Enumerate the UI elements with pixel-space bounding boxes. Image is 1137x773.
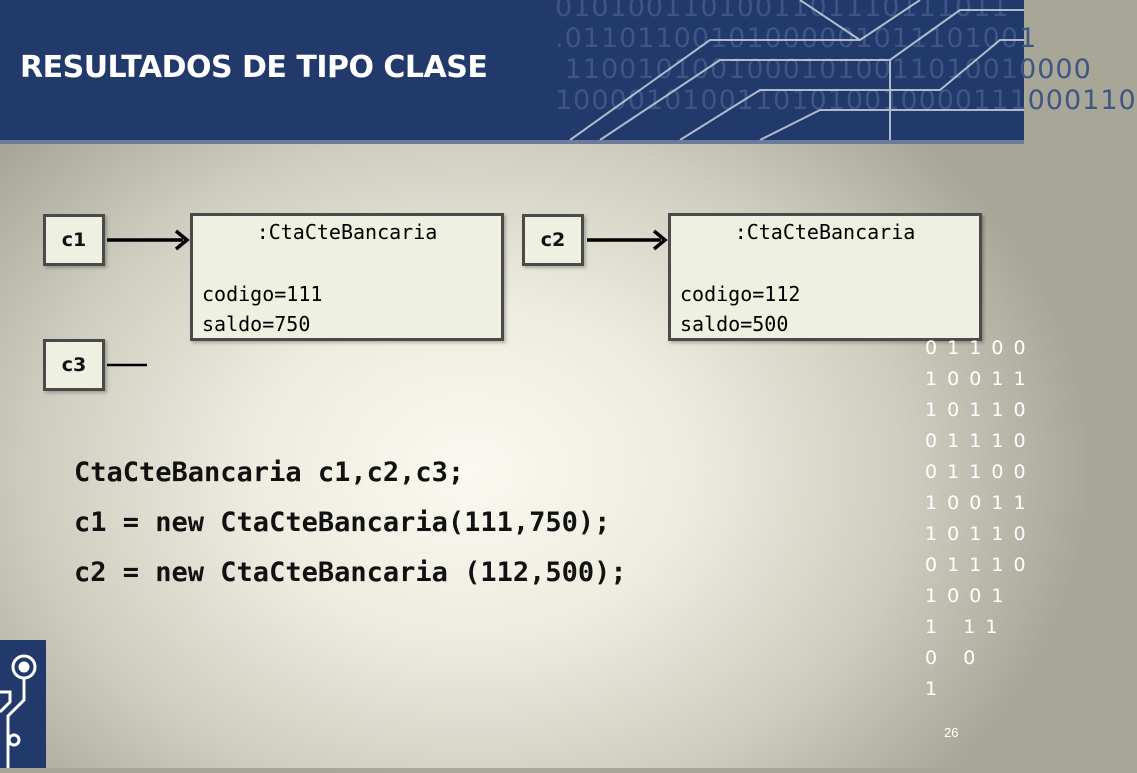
object1-field-codigo: codigo=111: [202, 282, 323, 306]
header-binary-line: .01101100101000001011101001: [555, 23, 1038, 54]
object-box-2: :CtaCteBancaria codigo=112 saldo=500: [668, 213, 982, 341]
code-line: c1 = new CtaCteBancaria(111,750);: [74, 507, 611, 538]
side-binary-pattern: 0 1 1 0 0 1 0 0 1 1 1 0 1 1 0 0 1 1 1 0 0 1 …: [925, 333, 1028, 705]
code-line: c2 = new CtaCteBancaria (112,500);: [74, 557, 627, 588]
code-block: CtaCteBancaria c1,c2,c3; c1 = new CtaCteB…: [74, 448, 627, 598]
circuit-logo-icon: [0, 654, 37, 768]
binary-row: 1 1 1: [925, 616, 1000, 638]
binary-row: 0 0: [925, 647, 978, 669]
arrow-c1-to-object1: [107, 229, 190, 251]
binary-row: 1 0 0 1: [925, 585, 1006, 607]
binary-row: 1 0 1 1 0: [925, 399, 1028, 421]
object-box-1: :CtaCteBancaria codigo=111 saldo=750: [190, 213, 504, 341]
variable-c1: c1: [43, 214, 105, 266]
binary-row: 0 1 1 1 0: [925, 554, 1028, 576]
circuit-lines-decoration: [569, 0, 1024, 141]
binary-row: 1 0 1 1 0: [925, 523, 1028, 545]
binary-row: 0 1 1 1 0: [925, 430, 1028, 452]
binary-row: 0 1 1 0 0: [925, 337, 1028, 359]
object2-class-label: :CtaCteBancaria: [734, 220, 916, 244]
binary-row: 1: [925, 678, 940, 700]
reference-arrows: [107, 229, 668, 367]
arrow-c2-to-object2: [587, 229, 668, 251]
object1-field-saldo: saldo=750: [202, 312, 311, 336]
page-number: 26: [944, 725, 959, 740]
object1-class-label: :CtaCteBancaria: [256, 220, 438, 244]
variable-c1-label: c1: [61, 229, 87, 251]
header-divider: [0, 140, 1024, 144]
circuit-logo: [0, 640, 46, 768]
code-line: CtaCteBancaria c1,c2,c3;: [74, 457, 465, 488]
slide-title: RESULTADOS DE TIPO CLASE: [20, 50, 488, 85]
variable-c2: c2: [522, 214, 584, 266]
binary-row: 1 0 0 1 1: [925, 368, 1028, 390]
variable-c3-label: c3: [61, 354, 87, 376]
object2-field-saldo: saldo=500: [680, 312, 789, 336]
binary-row: 1 0 0 1 1: [925, 492, 1028, 514]
variable-c2-label: c2: [540, 229, 566, 251]
variable-c3: c3: [43, 339, 105, 391]
object2-field-codigo: codigo=112: [680, 282, 801, 306]
slide-header: 0101001101001101110111011.01101100101000…: [0, 0, 1136, 141]
binary-row: 0 1 1 0 0: [925, 461, 1028, 483]
